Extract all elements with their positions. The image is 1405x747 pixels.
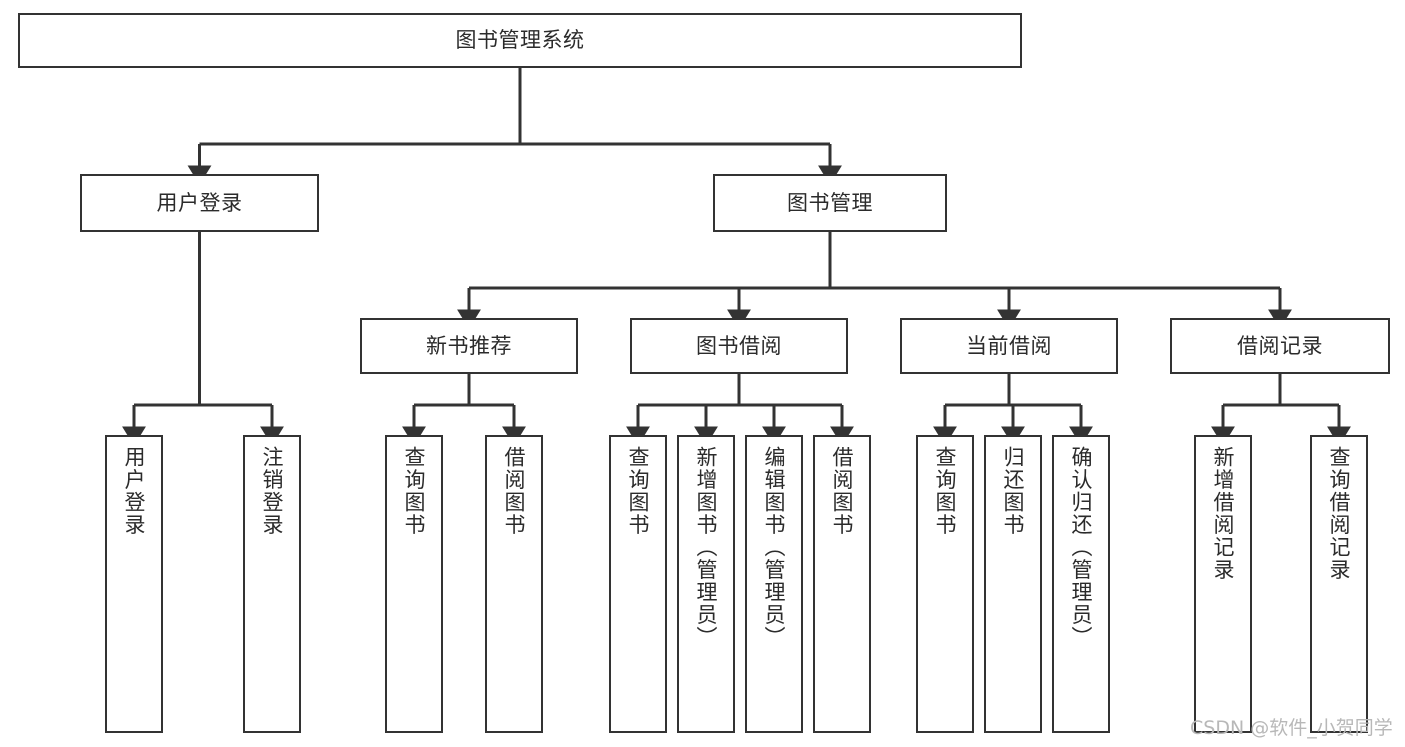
node-label: 新增图书（管理员） <box>694 446 719 649</box>
node-new_book_rec[interactable]: 新书推荐 <box>360 318 578 374</box>
node-leaf_logout[interactable]: 注销登录 <box>243 435 301 733</box>
node-leaf_confirm_ret[interactable]: 确认归还（管理员） <box>1052 435 1110 733</box>
node-root[interactable]: 图书管理系统 <box>18 13 1022 68</box>
node-label: 查询图书 <box>626 446 651 536</box>
node-user_login[interactable]: 用户登录 <box>80 174 319 232</box>
node-borrow_record[interactable]: 借阅记录 <box>1170 318 1390 374</box>
node-leaf_borrow_book_2[interactable]: 借阅图书 <box>813 435 871 733</box>
node-leaf_add_book[interactable]: 新增图书（管理员） <box>677 435 735 733</box>
node-leaf_return_book[interactable]: 归还图书 <box>984 435 1042 733</box>
node-label: 借阅图书 <box>502 446 527 536</box>
node-leaf_query_book_2[interactable]: 查询图书 <box>609 435 667 733</box>
node-label: 图书管理 <box>787 190 873 215</box>
node-label: 借阅图书 <box>830 446 855 536</box>
node-leaf_user_login[interactable]: 用户登录 <box>105 435 163 733</box>
node-label: 查询图书 <box>933 446 958 536</box>
node-leaf_query_book_1[interactable]: 查询图书 <box>385 435 443 733</box>
node-leaf_query_book_3[interactable]: 查询图书 <box>916 435 974 733</box>
node-label: 用户登录 <box>122 446 147 536</box>
node-leaf_add_record[interactable]: 新增借阅记录 <box>1194 435 1252 733</box>
node-leaf_query_record[interactable]: 查询借阅记录 <box>1310 435 1368 733</box>
watermark-text: CSDN @软件_小贺同学 <box>1190 717 1393 739</box>
node-label: 新书推荐 <box>426 333 512 358</box>
node-leaf_edit_book[interactable]: 编辑图书（管理员） <box>745 435 803 733</box>
node-current_borrow[interactable]: 当前借阅 <box>900 318 1118 374</box>
node-book_borrow[interactable]: 图书借阅 <box>630 318 848 374</box>
node-book_manage[interactable]: 图书管理 <box>713 174 947 232</box>
node-label: 确认归还（管理员） <box>1069 446 1094 649</box>
node-label: 借阅记录 <box>1237 333 1323 358</box>
node-label: 编辑图书（管理员） <box>762 446 787 649</box>
node-leaf_borrow_book_1[interactable]: 借阅图书 <box>485 435 543 733</box>
node-label: 新增借阅记录 <box>1211 446 1236 581</box>
node-label: 查询图书 <box>402 446 427 536</box>
node-label: 归还图书 <box>1001 446 1026 536</box>
node-label: 当前借阅 <box>966 333 1052 358</box>
node-label: 图书借阅 <box>696 333 782 358</box>
node-label: 查询借阅记录 <box>1327 446 1352 581</box>
node-label: 用户登录 <box>156 190 243 215</box>
node-label: 图书管理系统 <box>455 28 585 53</box>
node-label: 注销登录 <box>260 446 285 536</box>
